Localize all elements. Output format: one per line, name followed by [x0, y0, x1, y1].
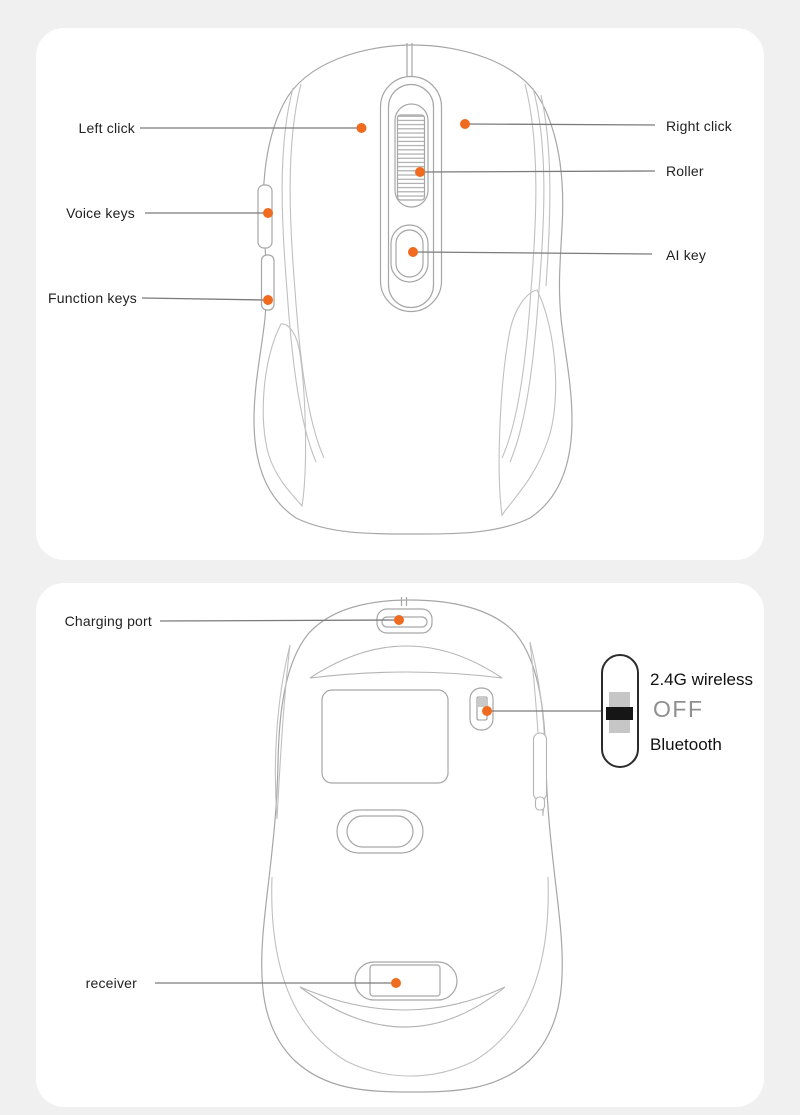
roller-wheel: [396, 114, 426, 201]
callout-dot-right-click: [460, 119, 470, 129]
callout-dot-receiver: [391, 978, 401, 988]
ai-key-button-inner: [395, 229, 424, 278]
callout-line-function-keys: [141, 297, 266, 301]
left-thumb-grip: [262, 323, 307, 508]
label-voice-keys: Voice keys: [66, 205, 135, 221]
bottom-view-panel: Charging port receiver 2.4G wireless OFF…: [36, 583, 764, 1107]
callout-line-charging-port: [159, 619, 396, 622]
top-view-panel: Left click Voice keys Function keys Righ…: [36, 28, 764, 560]
callout-dot-function-keys: [263, 295, 273, 305]
label-roller: Roller: [666, 163, 704, 179]
label-receiver: receiver: [85, 975, 137, 991]
callout-dots-bottom: [391, 615, 492, 988]
sensor-window: [336, 809, 424, 854]
center-groove-outer: [379, 75, 443, 313]
callout-line-roller: [423, 170, 656, 173]
switch-option-24g: 2.4G wireless: [650, 670, 753, 689]
callout-line-right-click: [468, 123, 656, 126]
charging-port: [376, 608, 433, 634]
callout-dot-charging-port: [394, 615, 404, 625]
callout-dot-switch: [482, 706, 492, 716]
callout-line-ai-key: [416, 251, 653, 255]
ai-key-button: [390, 224, 429, 283]
bottom-seams: [271, 641, 549, 1077]
mouse-bottom-body: [261, 597, 563, 1093]
callout-lines: [140, 123, 656, 301]
callout-dot-voice-keys: [263, 208, 273, 218]
mouse-bottom-view-art: [155, 597, 639, 1093]
callout-dots: [263, 119, 470, 305]
grip-seams: [262, 83, 557, 517]
switch-diagram: [601, 654, 639, 768]
label-right-click: Right click: [666, 118, 732, 134]
label-ai-key: AI key: [666, 247, 707, 263]
callout-dot-left-click: [356, 123, 367, 133]
button-split-line: [406, 43, 413, 77]
callout-dot-ai-key: [408, 247, 418, 257]
front-notch: [400, 597, 408, 606]
center-groove-inner: [387, 83, 435, 309]
switch-option-bluetooth: Bluetooth: [650, 735, 722, 754]
callout-dot-roller: [415, 167, 425, 177]
battery-label-recess: [321, 689, 449, 784]
switch-state-off: OFF: [653, 696, 704, 722]
right-finger-grip: [498, 289, 557, 517]
label-function-keys: Function keys: [48, 290, 137, 306]
mode-switch: [469, 687, 494, 731]
mode-switch-knob: [478, 698, 486, 707]
label-charging-port: Charging port: [64, 613, 152, 629]
mouse-top-view-art: [140, 43, 656, 535]
roller-opening: [394, 103, 429, 208]
label-left-click: Left click: [78, 120, 135, 136]
side-button-edge: [532, 732, 548, 811]
receiver-compartment: [354, 961, 458, 1001]
callout-lines-bottom: [155, 619, 602, 984]
top-glide-pad: [309, 645, 503, 679]
switch-slider: [606, 707, 633, 720]
bottom-glide-pad: [299, 986, 506, 1028]
